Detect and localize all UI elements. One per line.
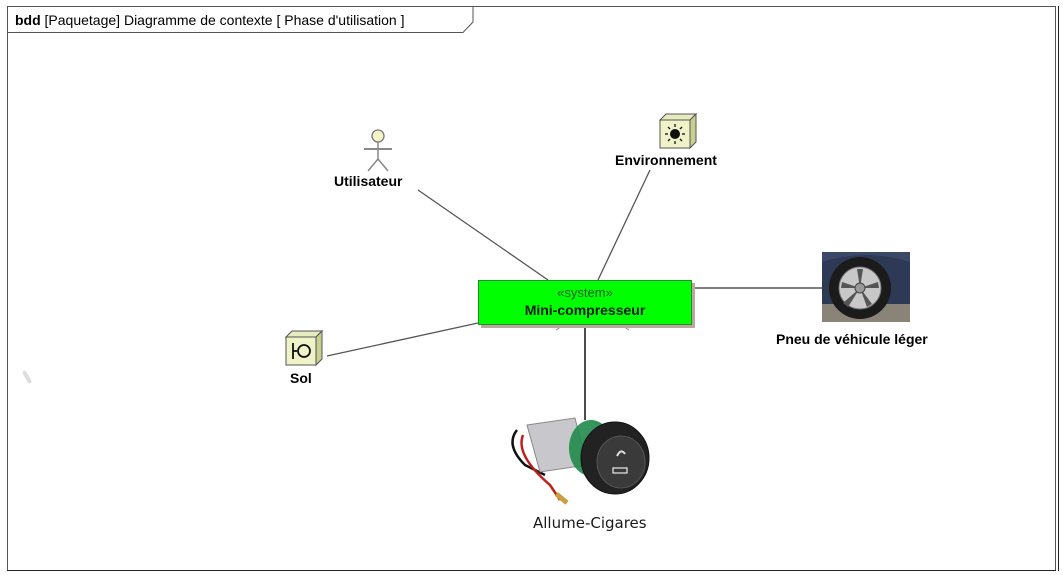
actor-label-environnement[interactable]: Environnement [615, 152, 717, 168]
header-tab-shape [7, 6, 474, 33]
diagram-header-text: bdd [Paquetage] Diagramme de contexte [ … [15, 12, 404, 28]
actor-label-allume-cigares[interactable]: Allume-Cigares [533, 514, 647, 532]
link-stub [622, 325, 630, 331]
system-block[interactable]: «system» Mini-compresseur [478, 280, 692, 325]
actor-label-pneu[interactable]: Pneu de véhicule léger [776, 331, 928, 347]
sun-block-icon[interactable] [656, 112, 700, 152]
tire-image [822, 252, 910, 322]
frame-border-right [1058, 6, 1059, 571]
link-utilisateur[interactable] [417, 189, 549, 281]
actor-label-sol[interactable]: Sol [290, 370, 312, 386]
system-name: Mini-compresseur [524, 302, 646, 318]
tire-photo[interactable] [822, 252, 910, 322]
link-stub [555, 325, 563, 331]
ground-block-icon[interactable] [284, 329, 328, 369]
diagram-kind: bdd [15, 12, 41, 28]
diagram-package: [Paquetage] [44, 12, 121, 28]
system-stereotype: «system» [557, 285, 613, 300]
link-sol[interactable] [326, 322, 479, 357]
diagram-phase: [ Phase d'utilisation ] [276, 12, 405, 28]
frame-border-bottom [7, 570, 1056, 571]
actor-label-utilisateur[interactable]: Utilisateur [334, 173, 403, 189]
stick-figure-actor-icon[interactable] [360, 127, 400, 177]
diagram-name: Diagramme de contexte [123, 12, 273, 28]
cigarette-lighter-photo[interactable] [505, 410, 665, 510]
link-environnement[interactable] [597, 169, 651, 281]
